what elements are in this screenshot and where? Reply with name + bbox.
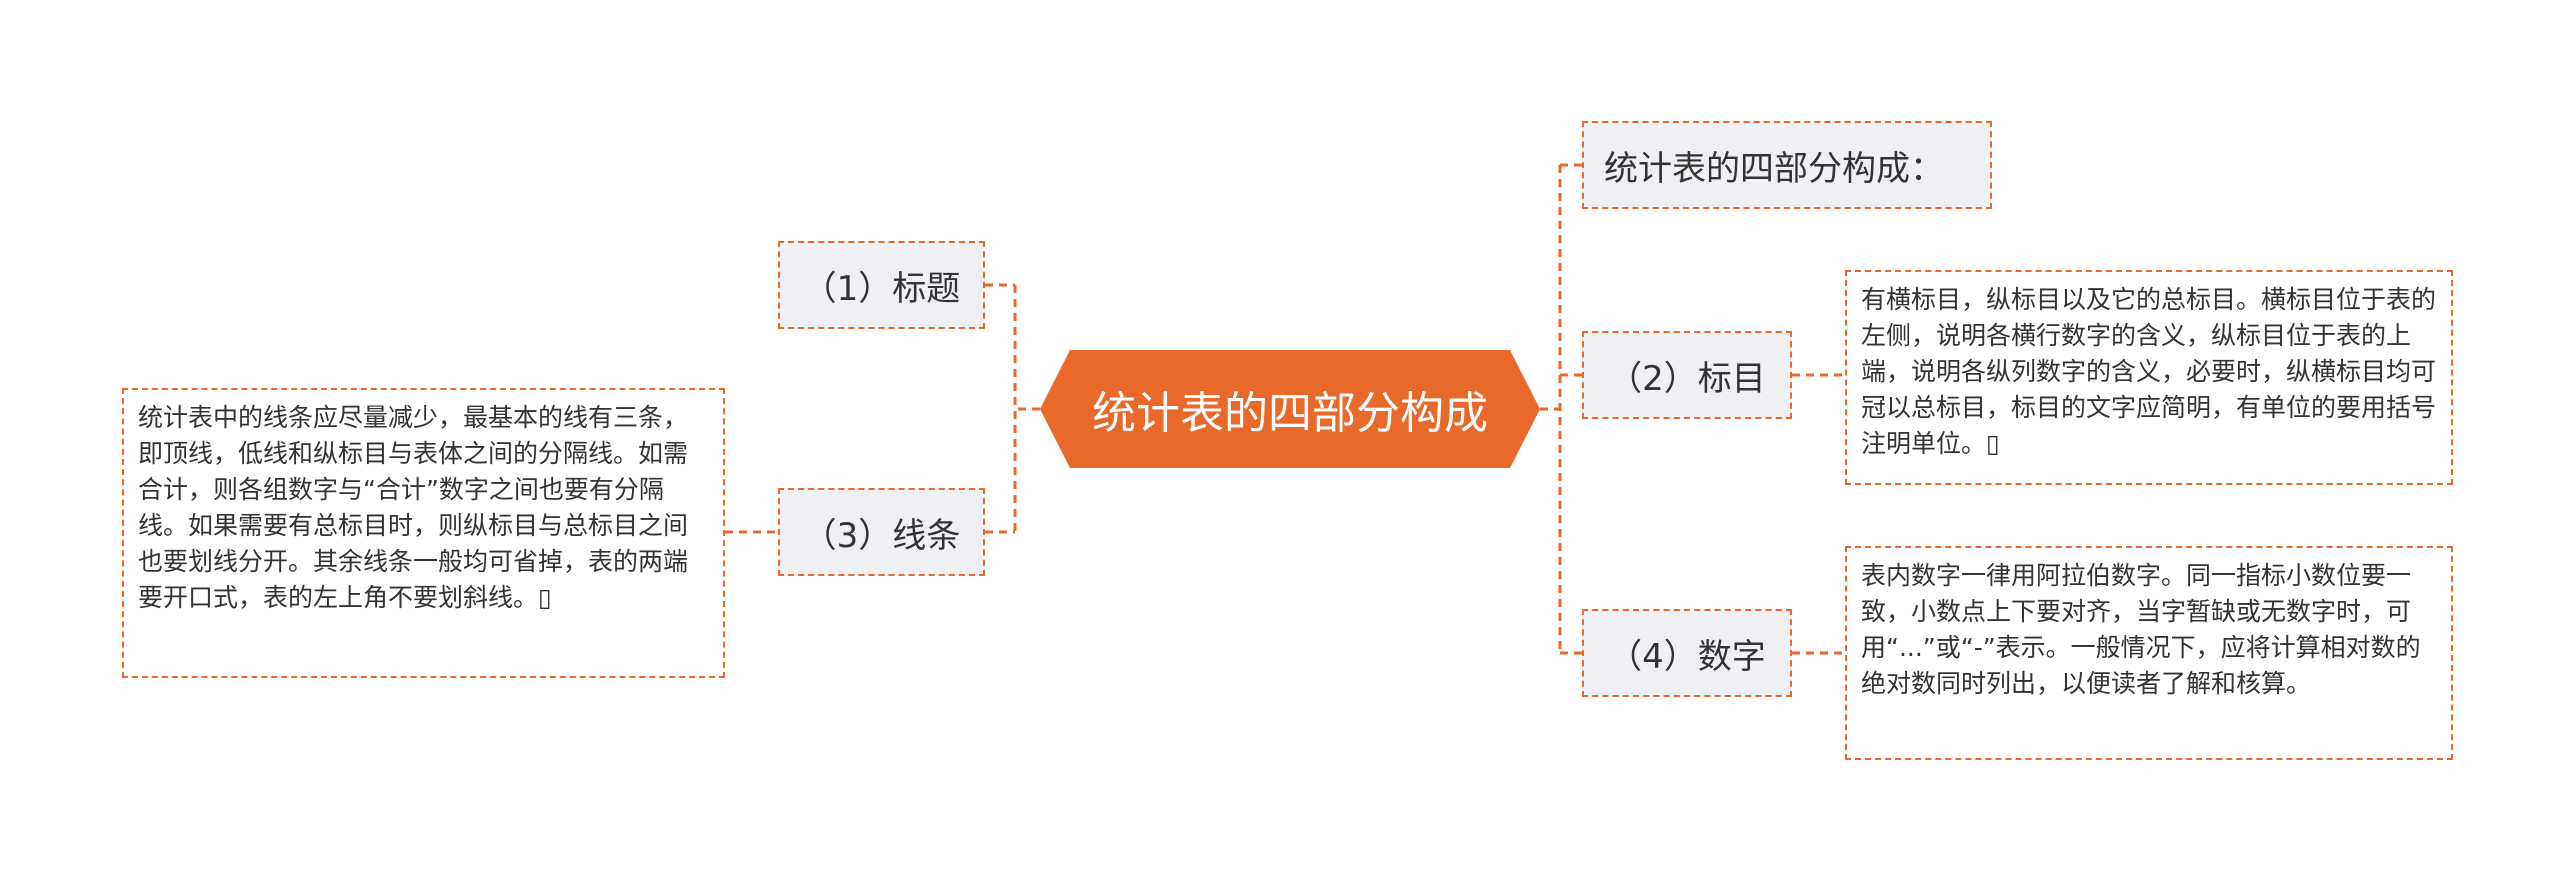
- branch-lines[interactable]: （3）线条: [778, 488, 985, 576]
- note-numbers: 表内数字一律用阿拉伯数字。同一指标小数位要一致，小数点上下要对齐，当字暂缺或无数…: [1845, 546, 2453, 760]
- central-topic-shape: [1040, 350, 1540, 468]
- branch-heading[interactable]: 统计表的四部分构成：: [1582, 121, 1992, 209]
- note-labels: 有横标目，纵标目以及它的总标目。横标目位于表的左侧，说明各横行数字的含义，纵标目…: [1845, 270, 2453, 485]
- branch-labels-label: （2）标目: [1608, 358, 1766, 399]
- branch-title-label: （1）标题: [802, 268, 961, 309]
- note-labels-text: 有横标目，纵标目以及它的总标目。横标目位于表的左侧，说明各横行数字的含义，纵标目…: [1861, 285, 2437, 458]
- branch-numbers[interactable]: （4）数字: [1582, 609, 1792, 697]
- branch-heading-label: 统计表的四部分构成：: [1604, 148, 1944, 189]
- note-lines: 统计表中的线条应尽量减少，最基本的线有三条，即顶线，低线和纵标目与表体之间的分隔…: [122, 388, 725, 678]
- note-lines-text: 统计表中的线条应尽量减少，最基本的线有三条，即顶线，低线和纵标目与表体之间的分隔…: [138, 403, 689, 612]
- branch-labels[interactable]: （2）标目: [1582, 331, 1792, 419]
- central-topic-label: 统计表的四部分构成: [1092, 388, 1488, 439]
- branch-title[interactable]: （1）标题: [778, 241, 985, 329]
- central-topic[interactable]: 统计表的四部分构成: [1040, 350, 1540, 468]
- note-numbers-text: 表内数字一律用阿拉伯数字。同一指标小数位要一致，小数点上下要对齐，当字暂缺或无数…: [1861, 561, 2421, 698]
- branch-numbers-label: （4）数字: [1608, 636, 1766, 677]
- branch-lines-label: （3）线条: [802, 515, 961, 556]
